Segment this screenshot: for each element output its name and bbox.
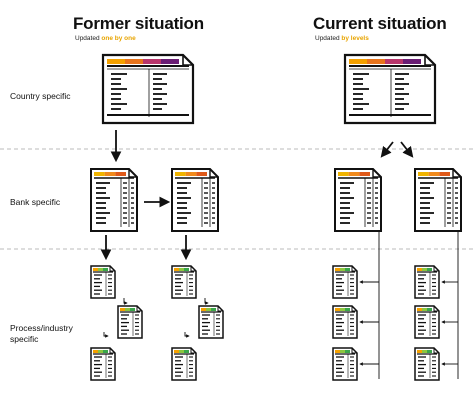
row-label-process-line2: specific xyxy=(10,334,39,344)
subtitle-prefix: Updated xyxy=(75,35,102,42)
process-document-former xyxy=(117,305,143,339)
current-situation-subtitle: Updated by levels xyxy=(315,35,369,42)
bank-document-former-right xyxy=(171,168,219,232)
process-document-former xyxy=(198,305,224,339)
row-label-process-line1: Process/industry xyxy=(10,323,73,333)
process-document-current xyxy=(414,347,440,381)
process-document-current xyxy=(414,305,440,339)
connector-arrow xyxy=(184,332,190,338)
process-document-former xyxy=(171,265,197,299)
process-document-current xyxy=(332,265,358,299)
process-document-former xyxy=(90,265,116,299)
arrow-split-left xyxy=(380,141,394,158)
connector-arrow xyxy=(103,332,109,338)
connector-arrow xyxy=(123,298,128,305)
process-document-former xyxy=(90,347,116,381)
subtitle-highlight: by levels xyxy=(341,35,369,42)
subtitle-highlight: one by one xyxy=(101,35,136,42)
row-label-country: Country specific xyxy=(10,91,71,101)
subtitle-prefix: Updated xyxy=(315,35,342,42)
country-document-current xyxy=(343,53,437,125)
country-document-former xyxy=(101,53,195,125)
current-situation-title: Current situation xyxy=(313,14,447,33)
connector-arrow xyxy=(204,298,209,305)
former-situation-title: Former situation xyxy=(73,14,204,33)
process-document-current xyxy=(414,265,440,299)
row-label-bank: Bank specific xyxy=(10,197,61,207)
bank-document-current-right xyxy=(414,168,462,232)
process-document-former xyxy=(171,347,197,381)
process-document-current xyxy=(332,305,358,339)
bank-document-former-left xyxy=(90,168,138,232)
row-label-process: Process/industry specific xyxy=(10,323,73,345)
bank-document-current-left xyxy=(334,168,382,232)
arrow-split-right xyxy=(400,141,414,158)
former-situation-subtitle: Updated one by one xyxy=(75,35,136,42)
process-document-current xyxy=(332,347,358,381)
